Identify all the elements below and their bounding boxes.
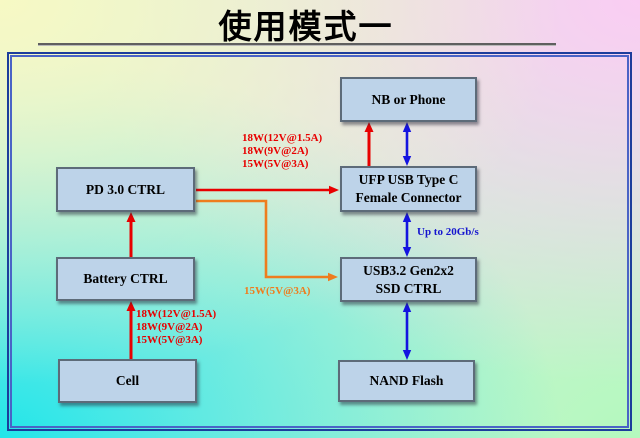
charge-profile-top-line1: 18W(12V@1.5A) [242, 132, 323, 144]
content-frame-inner-line [10, 55, 629, 428]
charge-profile-label-top: 18W(12V@1.5A) 18W(9V@2A) 15W(5V@3A) [242, 132, 322, 171]
block-pd-30-ctrl: PD 3.0 CTRL [56, 167, 195, 212]
block-pd-ctrl-label: PD 3.0 CTRL [85, 181, 166, 197]
block-nand-flash-label: NAND Flash [369, 373, 444, 389]
title-underline [38, 43, 556, 46]
block-battery-ctrl: Battery CTRL [56, 257, 195, 301]
block-usb32-ssd-ctrl: USB3.2 Gen2x2 SSD CTRL [340, 257, 477, 302]
block-nb-or-phone-label: NB or Phone [371, 91, 446, 107]
charge-profile-cell-line3: 15W(5V@3A) [136, 334, 203, 346]
slide-title: 使用模式一 [218, 10, 394, 46]
block-ufp-label-line1: UFP USB Type C [358, 172, 459, 188]
usb-power-label: 15W(5V@3A) [244, 285, 311, 297]
content-frame [7, 52, 632, 431]
charge-profile-cell-line1: 18W(12V@1.5A) [136, 308, 217, 320]
charge-profile-top-line3: 15W(5V@3A) [242, 158, 309, 170]
charge-profile-label-cell: 18W(12V@1.5A) 18W(9V@2A) 15W(5V@3A) [136, 308, 216, 347]
bandwidth-label: Up to 20Gb/s [417, 226, 479, 238]
block-nand-flash: NAND Flash [338, 360, 475, 402]
block-nb-or-phone: NB or Phone [340, 77, 477, 122]
block-battery-ctrl-label: Battery CTRL [83, 271, 168, 287]
block-ufp-label-line2: Female Connector [355, 190, 462, 205]
block-ssd-label-line1: USB3.2 Gen2x2 [363, 262, 454, 278]
block-ufp-usb-type-c-connector: UFP USB Type C Female Connector [340, 166, 477, 212]
block-cell-label: Cell [115, 373, 140, 389]
charge-profile-top-line2: 18W(9V@2A) [242, 145, 309, 157]
charge-profile-cell-line2: 18W(9V@2A) [136, 321, 203, 333]
block-cell: Cell [58, 359, 197, 403]
block-ssd-label-line2: SSD CTRL [375, 280, 442, 296]
